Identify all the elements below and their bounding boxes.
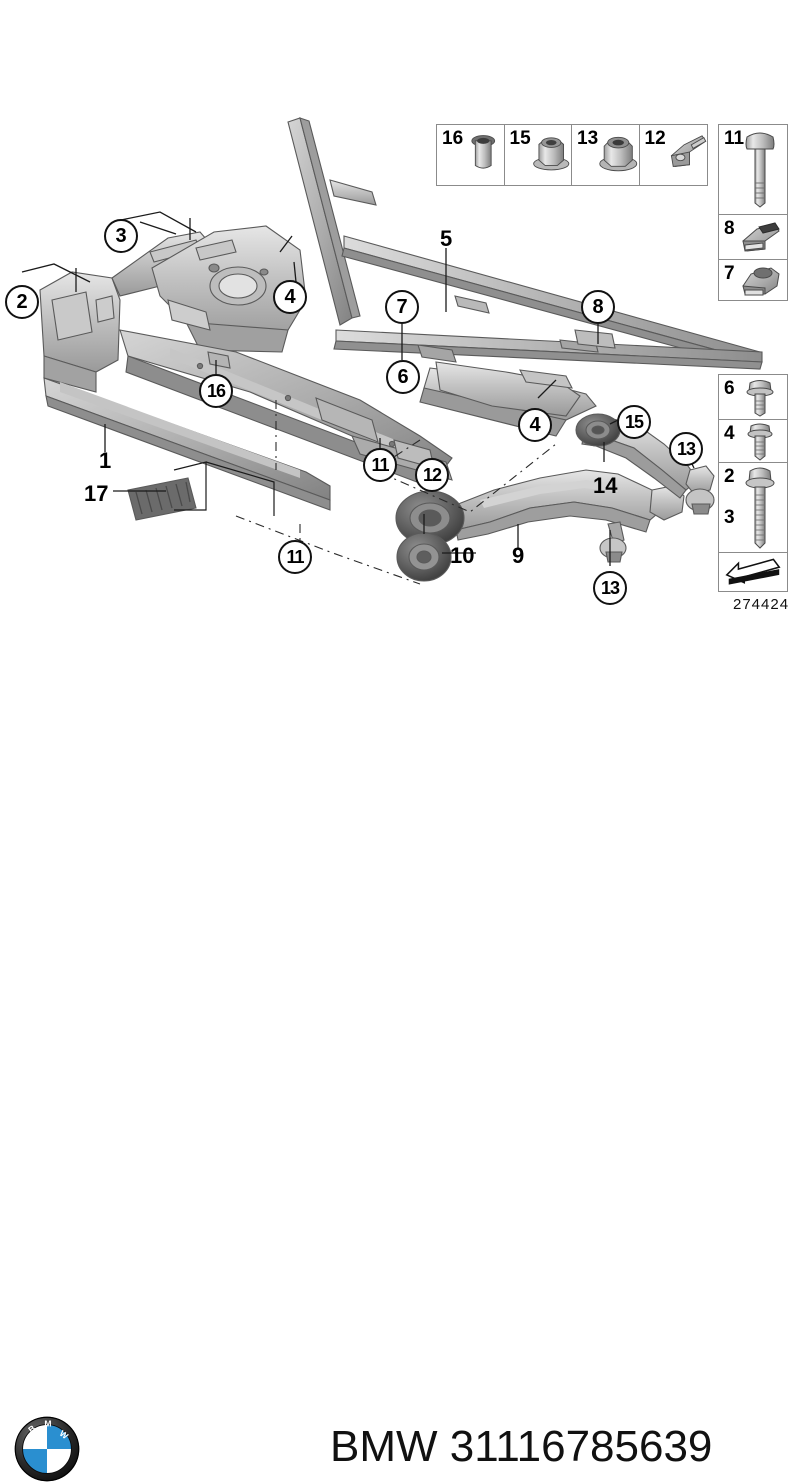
legend-item-direction-arrow[interactable] [719,553,787,591]
callout-11-lower-left[interactable]: 11 [278,540,312,574]
callout-3[interactable]: 3 [104,219,138,253]
callout-5[interactable]: 5 [440,226,453,251]
callout-13-upper[interactable]: 13 [669,432,703,466]
direction-arrow-icon [725,558,781,585]
legend-item-12[interactable]: 12 [640,125,708,185]
rivet-nut-icon [471,135,496,169]
legend-number-15: 15 [509,128,531,149]
spring-clip-nut-icon [742,222,780,252]
callout-7[interactable]: 7 [385,290,419,324]
callout-4-right[interactable]: 4 [518,408,552,442]
callout-9[interactable]: 9 [512,543,525,568]
legend-item-11[interactable]: 11 [719,125,787,215]
long-hex-bolt-icon [745,132,775,208]
footer-part-caption: BMW 31116785639 [330,1422,713,1471]
callout-8[interactable]: 8 [581,290,615,324]
collar-nut-icon [599,136,638,172]
flange-nut-icon [532,137,569,171]
legend-number-6: 6 [724,378,735,399]
part-16-rivet-nut-location [207,351,231,369]
legend-item-4[interactable]: 4 [719,420,787,463]
callout-17[interactable]: 17 [84,481,109,506]
cage-nut-icon [742,267,780,296]
reference-lines [235,400,557,585]
parts-exploded-diagram [21,117,763,585]
footer-bar: B M W BMW 31116785639 [0,700,800,1482]
legend-number-16: 16 [442,128,464,149]
part-14-tension-strut [575,413,715,515]
part-4-spring-strut-tower-left [151,225,307,353]
diagram-code: 274424 [733,596,790,613]
legend-number-13: 13 [577,128,599,149]
legend-item-8[interactable]: 8 [719,215,787,260]
svg-text:M: M [44,1419,51,1429]
legend-number-11: 11 [724,128,745,149]
legend-hardware-top: 16 15 13 [436,124,708,186]
legend-item-15[interactable]: 15 [505,125,572,185]
bracket-clip-icon [670,135,706,167]
legend-item-13[interactable]: 13 [572,125,640,185]
legend-number-2: 2 [724,466,735,487]
callout-4-left[interactable]: 4 [273,280,307,314]
long-threaded-bolt-icon [745,467,775,549]
legend-hardware-right-bottom: 6 4 2 3 [718,374,788,592]
dimension-brackets [173,461,275,516]
callout-16[interactable]: 16 [199,374,233,408]
part-17-insulation-pad [127,477,197,521]
legend-number-3: 3 [724,507,735,528]
legend-item-2-3[interactable]: 2 3 [719,463,787,553]
legend-item-16[interactable]: 16 [437,125,505,185]
callout-11-mid[interactable]: 11 [363,448,397,482]
callout-10[interactable]: 10 [450,543,475,568]
legend-number-12: 12 [644,128,666,149]
part-6-7-lower-tie-beam [333,329,763,370]
bmw-roundel-logo: B M W [14,1416,80,1482]
callout-1[interactable]: 1 [99,448,112,473]
callout-2[interactable]: 2 [5,285,39,319]
callout-15[interactable]: 15 [617,405,651,439]
part-10-control-arm-bushing [396,532,452,582]
callout-12[interactable]: 12 [415,458,449,492]
short-flange-bolt-icon [746,380,774,417]
callout-13-lower[interactable]: 13 [593,571,627,605]
legend-item-6[interactable]: 6 [719,375,787,420]
legend-item-7[interactable]: 7 [719,260,787,302]
callout-14[interactable]: 14 [593,473,618,498]
front-axle-support-assembly [21,117,763,585]
legend-number-8: 8 [724,218,735,239]
diagram-page: 3 2 4 16 1 17 11 5 7 6 8 4 11 12 10 9 15… [0,117,800,1482]
legend-hardware-right-top: 11 8 7 [718,124,788,301]
callout-6[interactable]: 6 [386,360,420,394]
legend-number-4: 4 [724,423,735,444]
part-4-spring-strut-tower-right [435,361,581,417]
medium-flange-bolt-icon [747,423,773,461]
legend-number-7: 7 [724,263,735,284]
